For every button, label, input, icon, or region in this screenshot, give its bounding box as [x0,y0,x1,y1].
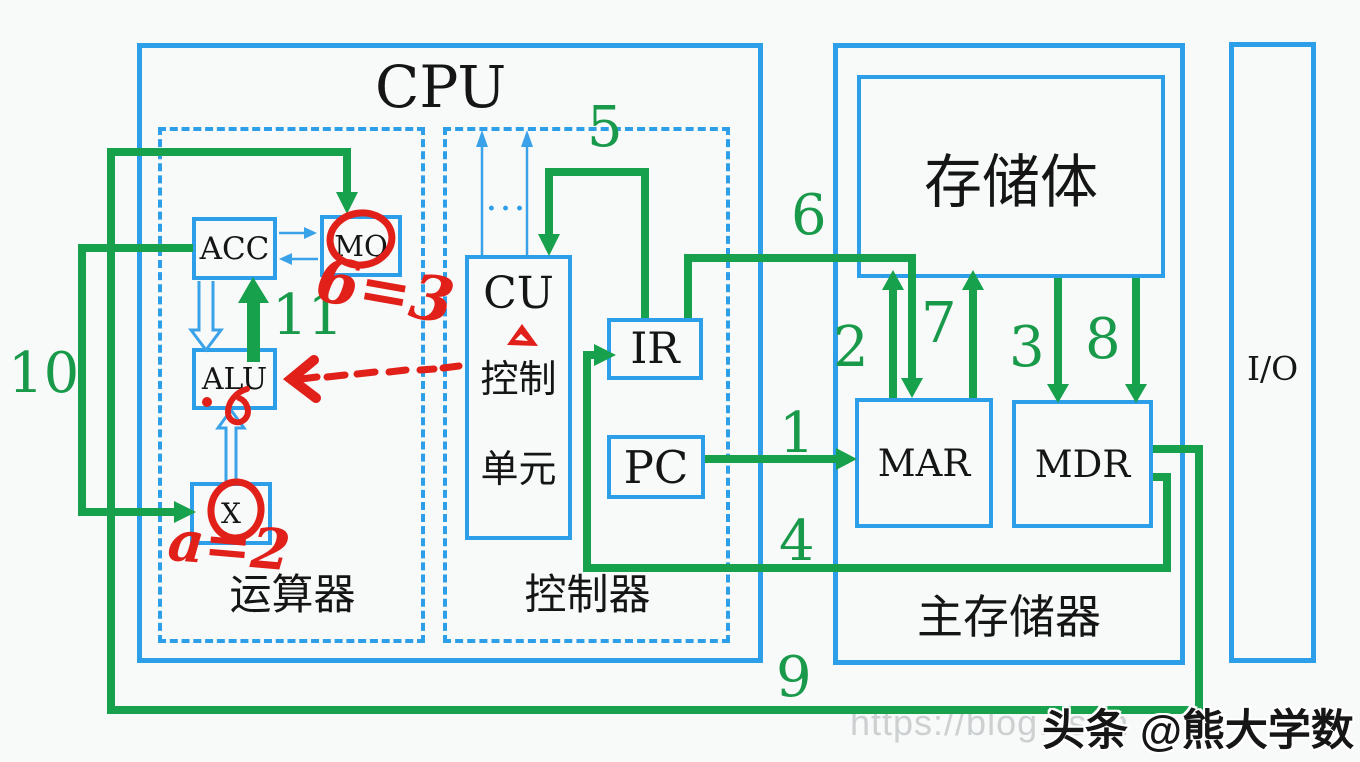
control-unit-box [465,255,572,540]
red-dot-under-alu [202,397,212,407]
cu-ellipsis: ··· [486,194,530,224]
flow-number-9: 9 [776,645,812,710]
flow-5-line-ir-to-cu [545,168,649,318]
main-memory-box [833,43,1185,665]
red-arrowhead-into-alu [282,355,321,403]
flow-number-3: 3 [1009,315,1045,380]
flow-number-7: 7 [921,291,957,356]
flow-number-11: 11 [272,283,344,348]
register-ir: IR [607,318,703,380]
arrowhead-into-acc-11 [238,277,269,303]
io-label: I/O [1247,349,1299,388]
mq-to-acc-arrowhead [279,253,292,265]
red-dash-6 [439,362,463,372]
register-mdr: MDR [1012,400,1153,528]
memory-bank-box: 存储体 [857,75,1165,278]
red-triangle-under-cu [507,324,538,346]
alu-label: ALU [201,361,268,397]
flow-number-6: 6 [791,183,827,248]
cu-line1-label: 控制 [480,357,557,401]
flow-number-10: 10 [8,341,80,406]
arrowhead-into-mar-6 [901,378,923,398]
x-label: X [221,497,241,530]
ir-label: IR [630,324,680,374]
register-acc: ACC [192,217,277,280]
red-triangle-inner-white [515,334,528,341]
watermark-credit: 头条 @熊大学数学 [1042,707,1354,755]
control-dashed-box [443,127,730,643]
flow-number-2: 2 [833,315,869,380]
flow-10-line-acc-to-x [78,244,193,516]
cpu-title: CPU [375,53,507,121]
memory-bank-label: 存储体 [923,147,1098,216]
pc-label: PC [623,440,689,494]
red-dash-2 [323,371,349,381]
flow-11-shaft-alu-to-acc [247,300,260,362]
arrowhead-into-ir-4 [594,344,616,366]
arrowhead-into-mdr-8 [1125,384,1147,403]
red-circle-around-x [207,478,265,542]
mdr-label: MDR [1034,442,1131,486]
red-dash-1 [297,373,321,383]
red-circle-around-mq [326,209,396,269]
register-pc: PC [607,435,705,499]
handwritten-note-x: a=2 [165,507,293,585]
control-section-label: 控制器 [524,570,651,619]
io-box reg [1229,42,1316,663]
mar-label: MAR [877,441,971,485]
arrowhead-into-mq-9 [336,192,358,214]
acc-to-alu-hollow-arrow [188,281,224,353]
flow-9-line-mdr-to-mq [107,148,1203,714]
arrowhead-into-x-10 [174,501,196,523]
cpu-box [137,43,763,663]
datapath-section-label: 运算器 [229,570,356,619]
red-dash-4 [385,366,410,376]
cu-signal-arrowhead-left [476,130,488,147]
datapath-dashed-box [158,127,425,643]
arrowhead-into-mdr-3 [1047,384,1069,403]
cu-line2-label: 单元 [480,447,557,491]
arrowhead-into-bank-7 [962,270,984,290]
red-dash-5 [416,365,438,374]
arrowhead-into-bank-2 [882,270,904,290]
cu-label: CU [483,268,554,319]
unit-alu: ALU [192,348,277,410]
flow-6-line-ir-to-mar [684,254,916,384]
arrowhead-into-cu-5 [538,234,560,256]
flow-number-8: 8 [1085,307,1121,372]
flow-number-1: 1 [779,401,815,466]
flow-number-4: 4 [779,509,815,574]
arrowhead-into-mar-1 [836,448,857,470]
cu-signal-arrowhead-right [521,130,533,147]
flow-number-5: 5 [587,95,623,160]
acc-to-mq-arrowhead [304,227,317,239]
register-mar: MAR [855,398,993,528]
main-memory-label: 主存储器 [917,590,1101,644]
flow-4-line-mdr-to-ir [583,351,1171,572]
acc-label: ACC [199,230,270,267]
red-delta-mark-under-alu [224,386,251,426]
red-dash-3 [353,368,379,378]
